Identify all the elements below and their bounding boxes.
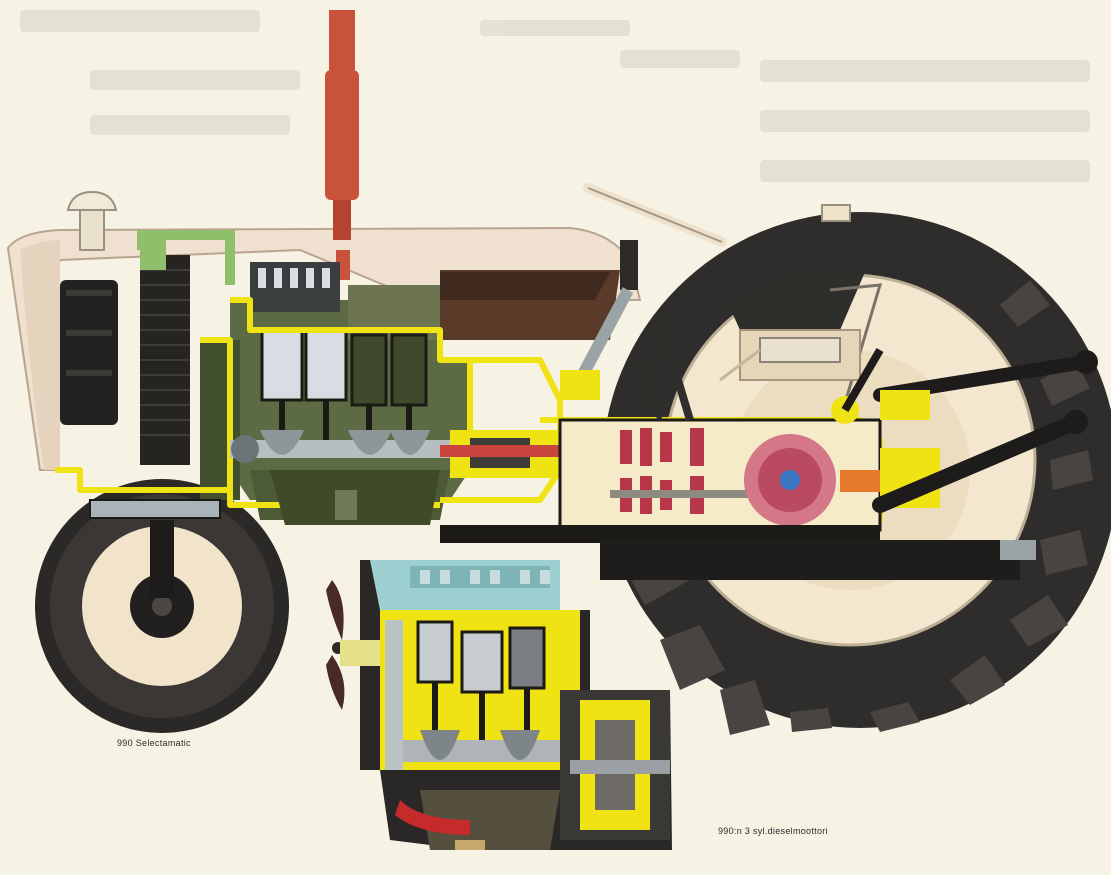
- background-print-texture: [20, 10, 1090, 182]
- hood-shadow: [440, 272, 610, 300]
- front-wheel: [35, 479, 289, 733]
- fender-filler: [821, 204, 851, 222]
- engine-cutaway-inset: [326, 560, 672, 850]
- exhaust-pipe: [325, 10, 359, 280]
- tractor-caption: 990 Selectamatic: [117, 738, 191, 748]
- three-point-hitch: [831, 347, 1098, 560]
- oil-sump: [270, 470, 440, 525]
- radiator: [137, 230, 235, 465]
- steering: [560, 183, 727, 400]
- gear-levers: [637, 312, 694, 422]
- chassis-frame: [89, 499, 1020, 580]
- gearbox: [558, 418, 940, 532]
- seat: [719, 271, 883, 421]
- crankshaft: [230, 430, 470, 463]
- engine-caption: 990:n 3 syl.dieselmoottori: [718, 826, 828, 836]
- air-cleaner: [60, 190, 118, 425]
